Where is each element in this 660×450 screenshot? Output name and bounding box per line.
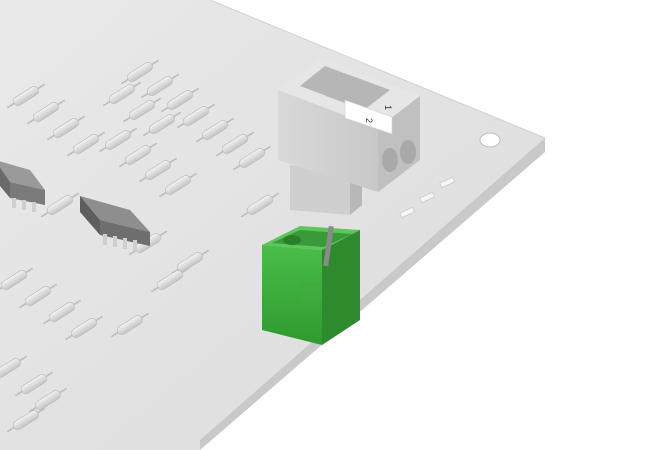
ic-chip: [80, 196, 150, 251]
plug-label-strip: [344, 99, 393, 135]
pin-label-1: 1: [383, 105, 393, 110]
board-pads: [399, 176, 456, 219]
screw-entry-1: [382, 148, 398, 172]
pin-label-2: 2: [364, 118, 374, 123]
pcb-board: [0, 0, 546, 450]
terminal-plug: 1 2: [278, 58, 420, 215]
screw-entry-2: [400, 140, 416, 164]
mounting-hole: [479, 132, 501, 148]
green-pin-header: [262, 225, 360, 345]
ic-chip: [0, 161, 45, 212]
